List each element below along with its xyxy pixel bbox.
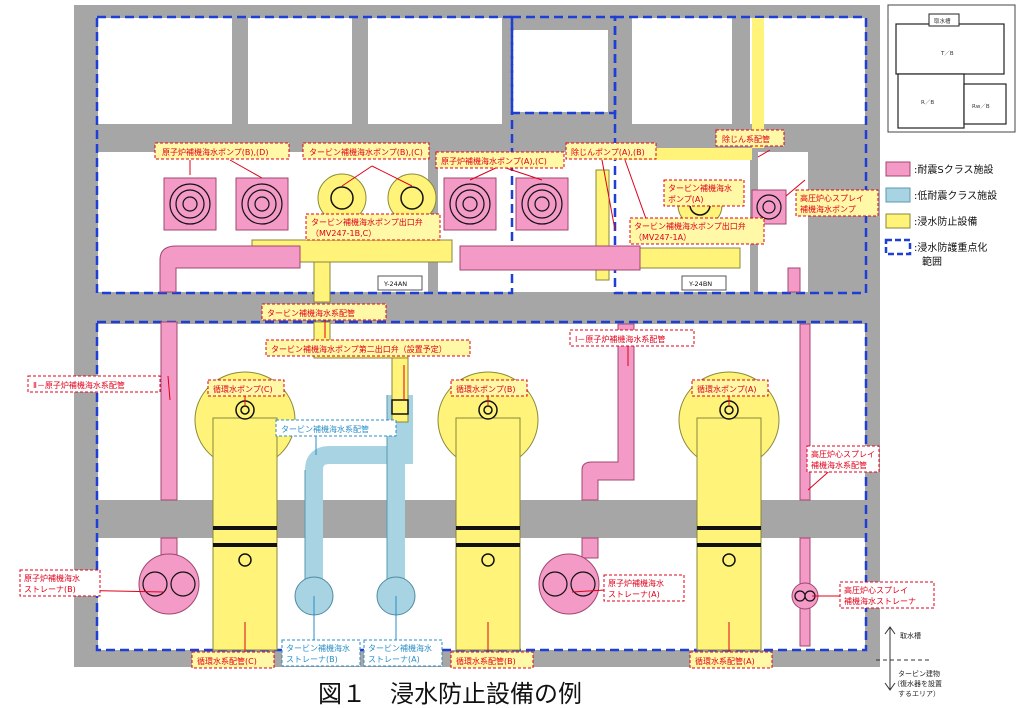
svg-text:除じん系配管: 除じん系配管 [722,134,770,144]
label-second-outlet: タービン補機海水ポンプ第二出口弁（設置予定） [265,339,471,357]
label-reactor-strainer-b: 原子炉補機海水 ストレーナ(B) [19,569,101,597]
label-turbine-strainer-b: タービン補機海水 ストレーナ(B) [281,639,361,667]
direction-indicator: 取水槽 タービン建物 （復水器を設置 するエリア） [876,626,942,698]
svg-text:タービン補機海水系配管: タービン補機海水系配管 [281,424,369,434]
label-circ-piping-c: 循環水系配管(C) [191,651,275,669]
svg-text:原子炉補機海水ポンプ(A),(C): 原子炉補機海水ポンプ(A),(C) [441,156,547,166]
label-turbine-strainer-a: タービン補機海水 ストレーナ(A) [363,639,443,667]
svg-text::浸水防護重点化: :浸水防護重点化 [914,241,987,254]
legend-item-seismic-s: :耐震Sクラス施設 [885,161,994,177]
label-circ-pump-c: 循環水ポンプ(C) [207,379,285,397]
svg-text:Y-24AN: Y-24AN [383,280,407,288]
label-circ-pump-a: 循環水ポンプ(A) [691,379,769,397]
label-reactor-strainer-a: 原子炉補機海水 ストレーナ(A) [603,574,685,602]
svg-text:高圧炉心スプレイ: 高圧炉心スプレイ [811,449,875,459]
legend-item-low-seismic: :低耐震クラス施設 [885,187,997,203]
svg-text:循環水ポンプ(C): 循環水ポンプ(C) [213,384,273,394]
svg-text:T／B: T／B [940,50,954,57]
svg-text:高圧炉心スプレイ: 高圧炉心スプレイ [800,193,864,203]
tag-y24an: Y-24AN [377,275,423,291]
svg-text:ストレーナ(B): ストレーナ(B) [24,585,76,594]
leader-lines [59,149,840,652]
direction-up-label: 取水槽 [900,631,921,640]
label-circ-pump-b: 循環水ポンプ(B) [450,379,528,397]
label-turbine-piping: タービン補機海水系配管 [261,303,387,321]
svg-text:循環水ポンプ(A): 循環水ポンプ(A) [697,384,756,394]
svg-text:補機海水ポンプ: 補機海水ポンプ [800,204,856,214]
svg-text:（MV247-1A）: （MV247-1A） [634,233,691,242]
svg-text:R／B: R／B [921,99,934,106]
label-reactor-pump-bd: 原子炉補機海水ポンプ(B),(D) [154,142,290,160]
svg-text:タービン補機海水系配管: タービン補機海水系配管 [267,308,355,318]
svg-text:範囲: 範囲 [922,255,942,268]
label-turbine-pump-bc: タービン補機海水ポンプ(B),(C) [302,142,430,160]
svg-text:循環水系配管(C): 循環水系配管(C) [197,656,257,666]
label-dust-piping: 除じん系配管 [715,129,785,147]
svg-text:（MV247-1B,C）: （MV247-1B,C） [311,229,376,238]
svg-text:タービン補機海水: タービン補機海水 [368,643,432,653]
label-circ-piping-b: 循環水系配管(B) [450,651,534,669]
leader-lines-blue [313,436,397,640]
label-turbine-outlet-a: タービン補機海水ポンプ出口弁 （MV247-1A） [629,217,765,245]
svg-text:するエリア）: するエリア） [898,690,940,698]
svg-text:高圧炉心スプレイ: 高圧炉心スプレイ [844,585,908,595]
label-turbine-outlet-bc: タービン補機海水ポンプ出口弁 （MV247-1B,C） [305,213,441,241]
svg-text::耐震Sクラス施設: :耐震Sクラス施設 [914,163,994,176]
label-reactor-piping-2: Ⅱ－原子炉補機海水系配管 [27,375,161,393]
label-hpcs-strainer: 高圧炉心スプレイ 補機海水ストレーナ [839,581,935,609]
legend: :耐震Sクラス施設 :低耐震クラス施設 :浸水防止設備 :浸水防護重点化 範囲 [884,161,997,268]
svg-text:Rw／B: Rw／B [972,103,990,110]
svg-text:タービン補機海水ポンプ出口弁: タービン補機海水ポンプ出口弁 [634,221,746,231]
svg-text:ポンプ(A): ポンプ(A) [668,195,703,204]
svg-text:Ⅰ－原子炉補機海水系配管: Ⅰ－原子炉補機海水系配管 [575,334,665,344]
tag-y24bn: Y-24BN [681,275,727,291]
label-reactor-pump-ac: 原子炉補機海水ポンプ(A),(C) [435,151,565,169]
svg-text:原子炉補機海水ポンプ(B),(D): 原子炉補機海水ポンプ(B),(D) [162,147,268,157]
svg-text:タービン補機海水ポンプ出口弁: タービン補機海水ポンプ出口弁 [311,217,423,227]
label-hpcs-piping: 高圧炉心スプレイ 補機海水系配管 [806,445,880,473]
svg-text:循環水系配管(A): 循環水系配管(A) [695,656,755,666]
svg-text:原子炉補機海水: 原子炉補機海水 [24,573,80,583]
svg-text:循環水系配管(B): 循環水系配管(B) [456,656,516,666]
label-circ-piping-a: 循環水系配管(A) [689,651,773,669]
svg-text::浸水防止設備: :浸水防止設備 [914,215,977,228]
label-dust-pump: 除じんポンプ(A),(B) [565,142,657,160]
svg-text:原子炉補機海水: 原子炉補機海水 [608,578,664,588]
label-turbine-pump-a: タービン補機海水 ポンプ(A) [663,179,745,207]
svg-text:ストレーナ(A): ストレーナ(A) [608,590,660,599]
svg-text:Y-24BN: Y-24BN [688,280,712,288]
pink-pump-heads [142,183,816,602]
svg-text::低耐震クラス施設: :低耐震クラス施設 [914,189,997,202]
direction-down-label: タービン建物 [898,669,940,678]
label-hpcs-pump: 高圧炉心スプレイ 補機海水ポンプ [795,189,879,217]
svg-text:タービン補機海水ポンプ第二出口弁（設置予定）: タービン補機海水ポンプ第二出口弁（設置予定） [271,344,447,354]
svg-text:取水槽: 取水槽 [934,17,951,25]
figure-caption: 図１ 浸水防止設備の例 [318,680,582,708]
svg-text:タービン補機海水: タービン補機海水 [286,643,350,653]
svg-text:ストレーナ(A): ストレーナ(A) [368,655,420,664]
svg-text:除じんポンプ(A),(B): 除じんポンプ(A),(B) [571,147,645,157]
legend-item-flood-prevention: :浸水防止設備 [885,213,977,229]
legend-item-boundary: :浸水防護重点化 範囲 [884,238,987,268]
svg-text:Ⅱ－原子炉補機海水系配管: Ⅱ－原子炉補機海水系配管 [33,380,125,390]
pump-flanges [213,526,761,547]
label-reactor-piping-1: Ⅰ－原子炉補機海水系配管 [569,329,695,347]
svg-text:補機海水系配管: 補機海水系配管 [811,460,867,470]
svg-text:補機海水ストレーナ: 補機海水ストレーナ [844,596,916,606]
seismic-s-equipment [138,177,819,647]
svg-text:循環水ポンプ(B): 循環水ポンプ(B) [456,384,516,394]
inset-map: 取水槽 T／B R／B Rw／B [887,4,1016,133]
label-turbine-piping-blue: タービン補機海水系配管 [275,419,397,437]
svg-text:タービン補機海水ポンプ(B),(C): タービン補機海水ポンプ(B),(C) [309,147,423,157]
svg-text:タービン補機海水: タービン補機海水 [668,183,732,193]
svg-text:（復水器を設置: （復水器を設置 [893,679,942,688]
svg-text:ストレーナ(B): ストレーナ(B) [286,655,338,664]
